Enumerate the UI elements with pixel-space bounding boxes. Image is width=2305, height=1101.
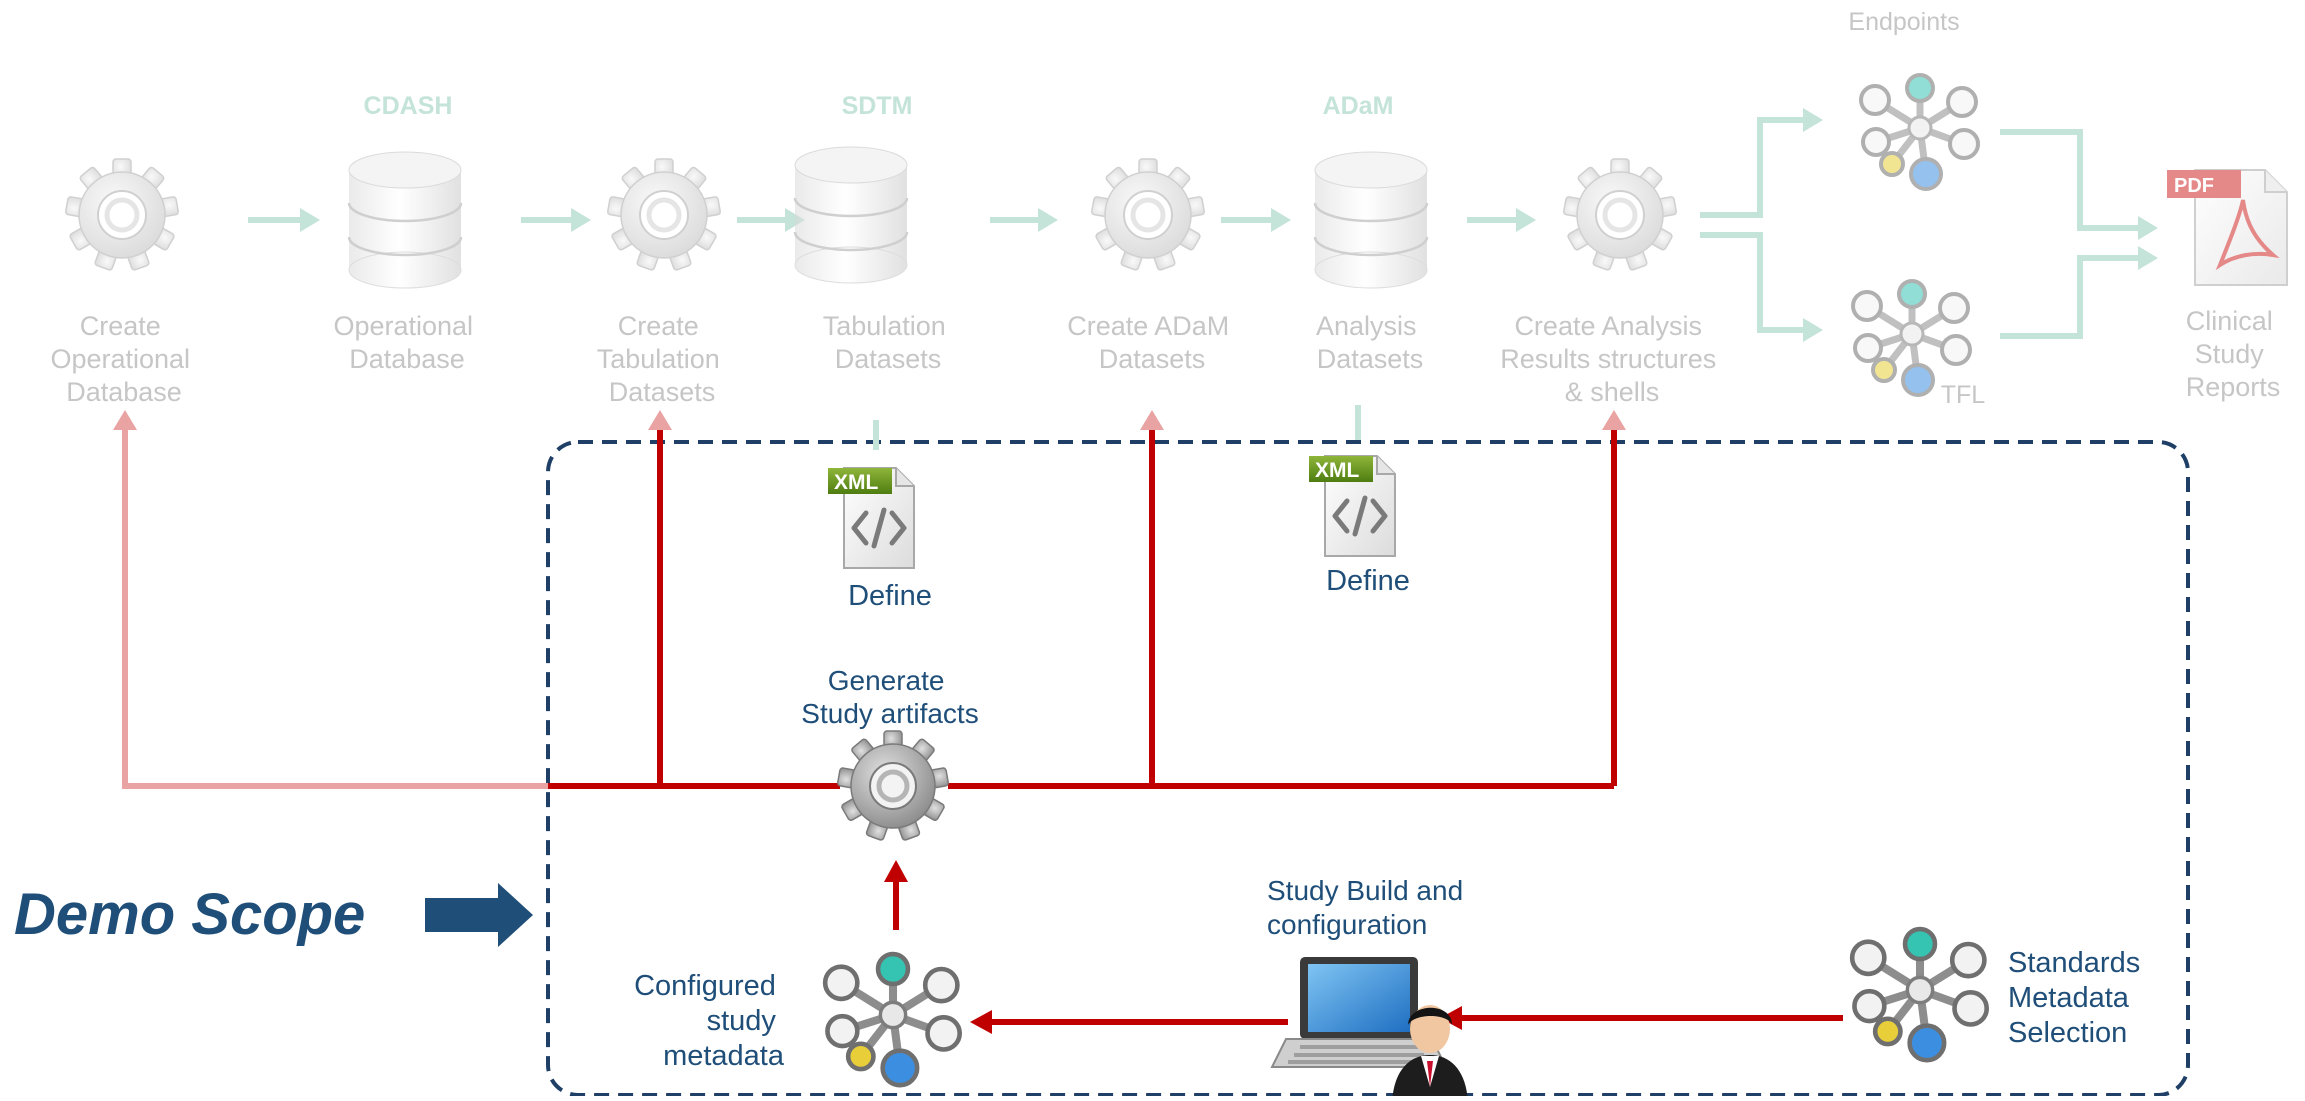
label-clinical-study-reports: Clinical Study Reports [2186,306,2281,402]
label-tabulation-datasets: Tabulation Datasets [823,311,954,374]
database-icon [793,145,909,285]
study-build-label: Study Build and configuration [1267,875,1471,940]
demo-scope-label: Demo Scope [14,882,365,947]
gear-icon [1091,159,1204,271]
database-icon [347,150,463,290]
label-analysis-datasets: Analysis Datasets [1316,311,1424,374]
standards-to-build-arrowhead [1440,1006,1462,1030]
pipeline-flow-arrows [248,108,2158,342]
standards-network-icon [1852,929,1987,1060]
demo-scope-boundary [546,440,2190,1097]
config-to-generate-arrowhead [884,860,908,882]
faded-red-arrowhead [113,410,137,430]
database-icon [1313,150,1429,290]
faded-red-connector [122,428,548,789]
cdash-header: CDASH [364,92,453,120]
pdf-badge-text: PDF [2174,175,2214,197]
standards-selection-label: Standards Metadata Selection [2008,947,2148,1049]
laptop-user-icon [1270,957,1468,1101]
label-create-tabulation-datasets: Create Tabulation Datasets [597,311,728,407]
configured-metadata-label: Configured study metadata [634,970,785,1072]
xml-badge-text: XML [834,471,879,494]
label-create-operational-database: Create Operational Database [50,311,197,407]
configured-metadata-network-icon [825,954,960,1085]
arrowhead-analysis-results [1602,410,1626,430]
generate-gear-icon [836,730,950,841]
demo-scope-arrow-icon [425,883,533,947]
pdf-file-icon: PDF [2167,169,2288,286]
endpoints-header: Endpoints [1848,8,1959,36]
gear-icon [65,159,178,271]
define-label-2: Define [1326,565,1410,597]
xml-file-icon: XML [1309,456,1395,556]
generate-distribution-lines [548,428,1617,789]
label-operational-database: Operational Database [333,311,480,374]
build-to-configured-arrowhead [970,1010,992,1034]
label-create-analysis-results: Create Analysis Results structures & she… [1500,311,1724,407]
label-create-adam-datasets: Create ADaM Datasets [1067,311,1237,374]
generate-label: Generate Study artifacts [801,665,978,729]
sdtm-header: SDTM [842,92,913,120]
label-tfl: TFL [1941,381,1986,409]
define-label-1: Define [848,580,932,612]
adam-header: ADaM [1323,92,1394,120]
arrowhead-adam [1140,410,1164,430]
arrowhead-tabulation [648,410,672,430]
xml-file-icon: XML [828,468,914,568]
network-icon [1853,281,1970,395]
network-icon [1861,75,1978,189]
xml-badge-text: XML [1315,459,1360,482]
gear-icon [1563,159,1676,271]
gear-icon [607,159,720,271]
